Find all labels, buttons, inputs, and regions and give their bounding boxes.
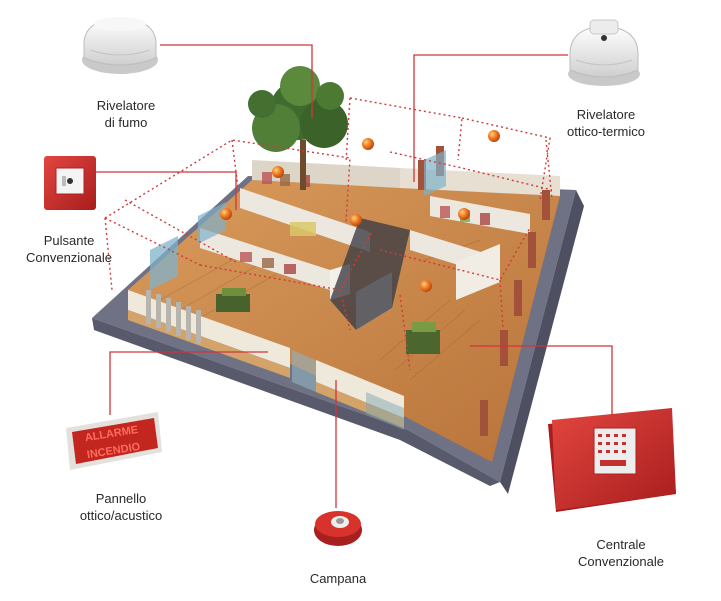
detector-sphere [362, 138, 374, 150]
detector-sphere [488, 130, 500, 142]
building-model [92, 66, 584, 494]
smoke-detector-device [82, 17, 158, 74]
label-alarm-panel: Pannello ottico/acustico [66, 490, 176, 524]
display-shelves [216, 288, 440, 354]
partition-7 [456, 244, 500, 300]
bell-device [314, 511, 362, 546]
detector-sphere [220, 208, 232, 220]
detector-sphere [350, 214, 362, 226]
manual-call-point-device [44, 156, 96, 210]
blue-panel-right [424, 150, 446, 196]
label-call-point-line-1: Pulsante [43, 233, 95, 248]
label-control-unit-line-1: Centrale [596, 537, 646, 552]
label-bell: Campana [296, 570, 380, 587]
label-manual-call-point: Pulsante Convenzionale [14, 232, 124, 266]
leader-call-point [96, 171, 237, 210]
corridor [330, 218, 410, 330]
partition-1 [240, 188, 370, 252]
detector-sphere [272, 166, 284, 178]
label-smoke-detector: Rivelatore di fumo [86, 97, 166, 131]
leader-alarm-panel [109, 351, 268, 415]
base-slab-edge [500, 190, 584, 494]
detector-spheres [220, 130, 500, 292]
slat-screen [146, 290, 201, 344]
label-control-unit-line-2: Convenzionale [577, 554, 664, 569]
base-slab-front [92, 318, 500, 486]
label-call-point-line-2: Convenzionale [25, 250, 112, 265]
leader-optical-thermal [413, 54, 568, 182]
tree [248, 66, 348, 190]
label-alarm-panel-line-1: Pannello [95, 491, 147, 506]
label-smoke-detector-line-1: Rivelatore [96, 98, 156, 113]
alarm-panel-device [66, 412, 162, 470]
label-smoke-detector-line-2: di fumo [104, 115, 148, 130]
detector-sphere [458, 208, 470, 220]
label-bell-line-1: Campana [309, 571, 367, 586]
blue-panel-left [150, 236, 178, 290]
label-optical-thermal-line-1: Rivelatore [576, 107, 636, 122]
detection-zones [104, 97, 553, 371]
label-optical-thermal-detector: Rivelatore ottico-termico [556, 106, 656, 140]
label-control-unit: Centrale Convenzionale [566, 536, 676, 570]
optical-thermal-detector-device [568, 19, 640, 86]
detector-sphere [420, 280, 432, 292]
label-optical-thermal-line-2: ottico-termico [566, 124, 646, 139]
leader-smoke-detector [160, 44, 313, 118]
control-unit-device [548, 408, 676, 512]
leader-lines [96, 44, 613, 508]
blue-panel-back [198, 202, 226, 244]
glass-door [292, 350, 316, 392]
glass-door-2 [366, 392, 404, 430]
label-alarm-panel-line-2: ottico/acustico [79, 508, 163, 523]
leader-control-unit [470, 345, 613, 420]
